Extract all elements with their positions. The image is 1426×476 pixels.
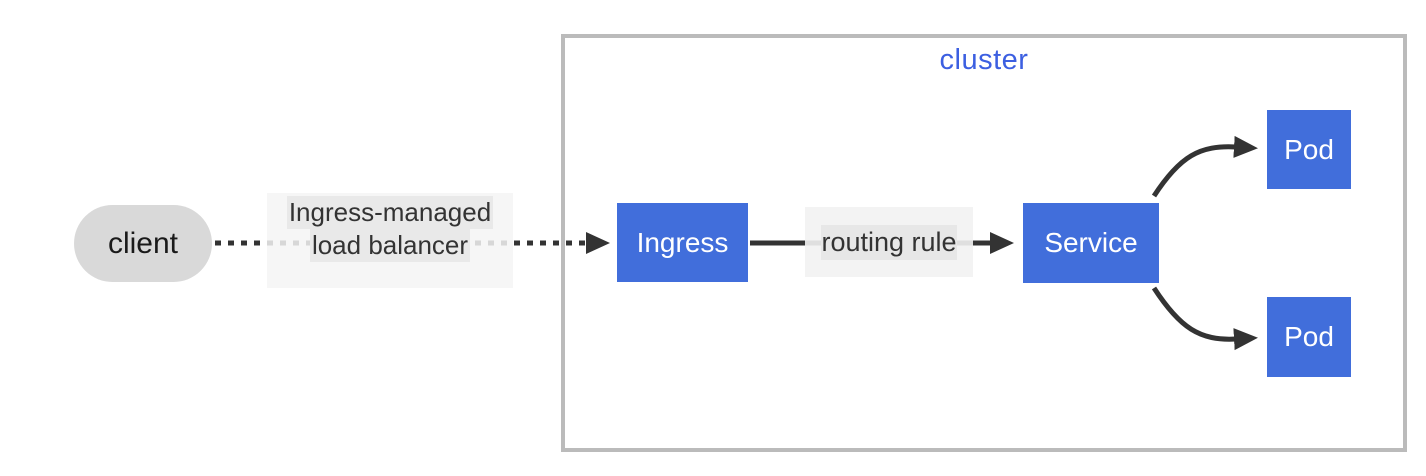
- load-balancer-label-line1: Ingress-managed: [286, 196, 494, 229]
- cluster-boundary-box: [561, 34, 1407, 452]
- cluster-title: cluster: [939, 44, 1029, 76]
- edge-service-to-pod1: [1151, 135, 1258, 198]
- node-ingress: Ingress: [617, 203, 748, 282]
- routing-rule-label-text: routing rule: [821, 224, 957, 260]
- node-service: Service: [1023, 203, 1159, 283]
- routing-rule-edge-label: routing rule: [805, 207, 973, 277]
- node-client: client: [74, 205, 212, 282]
- edge-service-to-pod2: [1151, 286, 1258, 351]
- load-balancer-edge-label: Ingress-managed load balancer: [267, 193, 513, 288]
- load-balancer-label-line2: load balancer: [309, 229, 471, 262]
- node-pod-1: Pod: [1267, 110, 1351, 189]
- node-pod-2: Pod: [1267, 297, 1351, 377]
